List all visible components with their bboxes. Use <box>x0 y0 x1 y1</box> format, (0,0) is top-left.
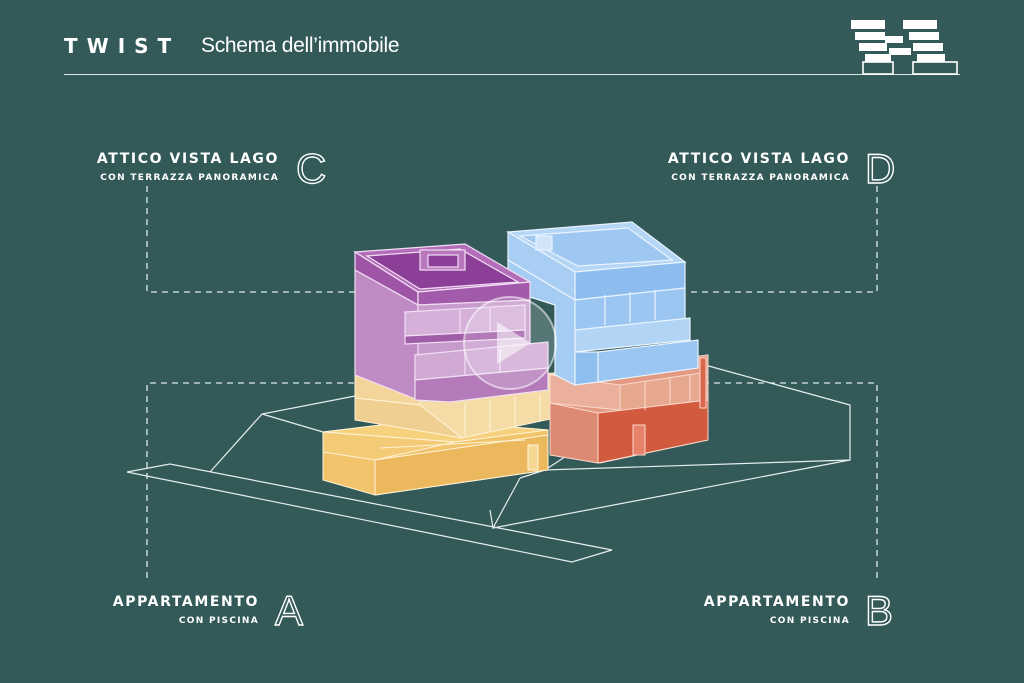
site-outline <box>126 364 851 563</box>
unit-d-subtitle: CON TERRAZZA PANORAMICA <box>671 173 850 183</box>
label-unit-a: APPARTAMENTO CON PISCINA <box>113 593 259 628</box>
unit-d-title: ATTICO VISTA LAGO <box>667 151 850 167</box>
unit-a-subtitle: CON PISCINA <box>178 616 259 626</box>
unit-d-volume <box>506 221 699 386</box>
unit-c-letter: C <box>295 145 327 192</box>
play-icon[interactable] <box>463 296 557 390</box>
unit-c-title: ATTICO VISTA LAGO <box>96 151 279 167</box>
brand-title: TWIST <box>64 34 181 58</box>
unit-a-letter: A <box>274 587 304 634</box>
play-overlay <box>463 296 557 390</box>
page-title: Schema dell’immobile <box>201 34 400 57</box>
unit-b-subtitle: CON PISCINA <box>769 616 850 626</box>
label-unit-d: ATTICO VISTA LAGO CON TERRAZZA PANORAMIC… <box>668 150 850 185</box>
unit-d-letter: D <box>864 145 896 192</box>
label-unit-b: APPARTAMENTO CON PISCINA <box>704 593 850 628</box>
dashed-guides <box>146 186 878 578</box>
label-unit-c: ATTICO VISTA LAGO CON TERRAZZA PANORAMIC… <box>97 150 279 185</box>
unit-b-letter: B <box>864 587 894 634</box>
unit-a-title: APPARTAMENTO <box>112 594 259 610</box>
header-divider <box>64 74 960 75</box>
unit-c-subtitle: CON TERRAZZA PANORAMICA <box>100 173 279 183</box>
unit-b-title: APPARTAMENTO <box>703 594 850 610</box>
building-logo-icon <box>851 20 958 75</box>
